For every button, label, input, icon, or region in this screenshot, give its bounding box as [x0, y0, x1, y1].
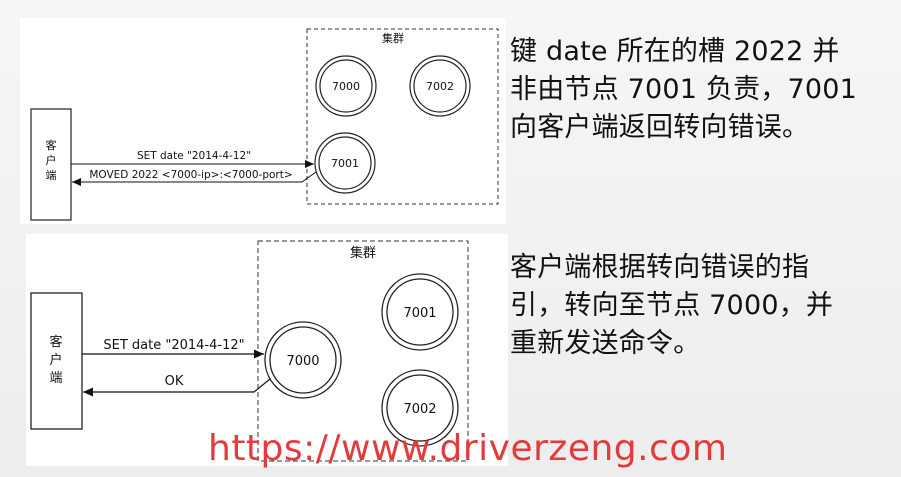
request-label: SET date "2014-4-12" [103, 338, 244, 353]
explanation-second: 客户端根据转向错误的指 引，转向至节点 7000，并 重新发送命令。 [510, 249, 833, 363]
node-label: 7000 [332, 80, 360, 93]
node-circle [381, 273, 459, 351]
node-label: 7001 [331, 157, 359, 170]
node-label: 7002 [426, 80, 454, 93]
diagram-ok: 客 户 端 集群 7000 7001 7002 SET date "2014-4… [26, 234, 508, 466]
response-arrow [83, 378, 271, 397]
node-label: 7002 [403, 402, 436, 417]
explanation-line: 非由节点 7001 负责，7001 [510, 74, 857, 105]
client-label: 端 [49, 371, 62, 386]
cluster-box [257, 240, 469, 462]
cluster-box [306, 28, 499, 205]
watermark-url: https://www.driverzeng.com [208, 428, 728, 469]
explanation-first: 键 date 所在的槽 2022 并 非由节点 7001 负责，7001 向客户… [510, 33, 857, 147]
node-circle [315, 55, 377, 117]
node-circle-inner [386, 278, 454, 346]
client-box [30, 108, 72, 221]
node-circle-inner [269, 326, 337, 394]
response-label: MOVED 2022 <7000-ip>:<7000-port> [89, 169, 292, 181]
client-box [30, 292, 83, 430]
node-circle-inner [386, 374, 454, 442]
cluster-label: 集群 [382, 31, 404, 45]
node-circle [264, 321, 342, 399]
node-circle [409, 55, 471, 117]
explanation-line: 向客户端返回转向错误。 [510, 112, 810, 143]
request-label: SET date "2014-4-12" [137, 150, 251, 162]
node-circle-inner [318, 136, 372, 190]
client-label: 户 [46, 153, 57, 167]
node-circle-inner [319, 59, 373, 113]
explanation-line: 引，转向至节点 7000，并 [510, 290, 834, 321]
response-label: OK [165, 374, 184, 389]
diagram-moved: 客 户 端 集群 7000 7002 7001 SET date "2014-4… [20, 18, 506, 224]
node-label: 7000 [286, 354, 319, 369]
cluster-label: 集群 [350, 245, 376, 261]
client-label: 客 [49, 334, 62, 350]
explanation-line: 键 date 所在的槽 2022 并 [510, 36, 840, 67]
explanation-line: 客户端根据转向错误的指 [510, 252, 810, 283]
node-circle-inner [413, 59, 467, 113]
diagram-ok-svg: 客 户 端 集群 7000 7001 7002 SET date "2014-4… [30, 240, 469, 462]
response-arrow [72, 171, 317, 186]
client-label: 端 [46, 169, 57, 182]
client-label: 客 [46, 138, 57, 152]
diagram-moved-svg: 客 户 端 集群 7000 7002 7001 SET date "2014-4… [30, 28, 499, 221]
explanation-line: 重新发送命令。 [510, 328, 701, 359]
node-circle [314, 132, 376, 194]
client-label: 户 [49, 352, 62, 368]
node-circle [381, 369, 459, 447]
node-label: 7001 [403, 306, 436, 321]
